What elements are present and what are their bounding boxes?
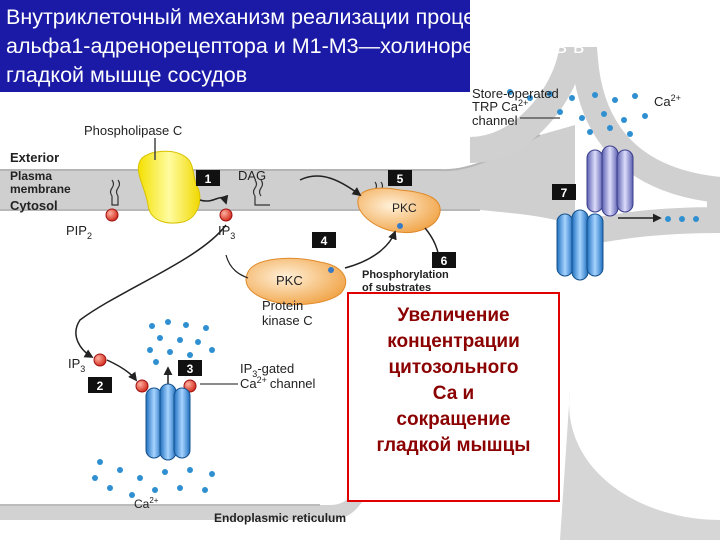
label-kinase-c: kinase C bbox=[262, 313, 313, 328]
label-ip3-left: IP3 bbox=[68, 356, 85, 374]
er-membrane bbox=[0, 440, 380, 520]
step-box-7: 7 bbox=[552, 184, 576, 200]
svg-text:1: 1 bbox=[205, 172, 212, 186]
right-membrane bbox=[469, 47, 720, 248]
label-dag: DAG bbox=[238, 168, 266, 183]
step-box-5: 5 bbox=[388, 170, 412, 186]
step-box-6: 6 bbox=[432, 252, 456, 268]
label-ip3: IP3 bbox=[218, 223, 235, 241]
title-line-1: Внутриклеточный механизм реализации проц… bbox=[6, 5, 618, 29]
arrow-ip3-bind bbox=[106, 359, 138, 382]
arrow-plc-to-ip3 bbox=[199, 194, 229, 205]
svg-text:2: 2 bbox=[97, 379, 104, 393]
note-line-2: концентрации bbox=[387, 331, 520, 352]
trp-channel bbox=[586, 145, 634, 217]
note-line-6: гладкой мышцы bbox=[376, 435, 531, 456]
dag-lipid-tails bbox=[252, 179, 270, 206]
note-line-5: сокращение bbox=[396, 409, 511, 430]
svg-text:6: 6 bbox=[441, 254, 448, 268]
label-ip3-gated: IP3-gated bbox=[240, 361, 294, 379]
note-line-4: Са и bbox=[432, 383, 475, 404]
calcium-ions bbox=[92, 89, 699, 498]
pip2-molecule bbox=[105, 208, 119, 222]
label-membrane: membrane bbox=[10, 182, 71, 196]
svg-text:7: 7 bbox=[561, 186, 568, 200]
note-line-1: Увеличение bbox=[397, 305, 510, 326]
ip3-bound-1 bbox=[135, 379, 149, 393]
membrane-outer-line bbox=[0, 134, 541, 172]
label-store-operated: Store-operated bbox=[472, 86, 559, 101]
svg-text:5: 5 bbox=[397, 172, 404, 186]
title-bar: Внутриклеточный механизм реализации проц… bbox=[0, 0, 618, 92]
phospholipase-c-enzyme bbox=[137, 150, 201, 224]
pip2-lipid-tails bbox=[109, 179, 121, 206]
arrow-dag-to-pkc bbox=[299, 175, 362, 197]
label-plasma: Plasma bbox=[10, 169, 52, 183]
ip3-gated-channel bbox=[145, 383, 191, 461]
label-exterior: Exterior bbox=[10, 150, 59, 165]
label-trp: TRP Ca2+ bbox=[472, 98, 528, 114]
label-ca-top: Ca2+ bbox=[654, 93, 681, 109]
ip3-left-molecule bbox=[93, 353, 107, 367]
label-phosphorylation: Phosphorylation bbox=[362, 269, 449, 281]
title-line-2: альфа1-адренорецептора и М1-М3—холинорец… bbox=[6, 34, 585, 58]
label-pip2: PIP2 bbox=[66, 223, 92, 241]
svg-text:4: 4 bbox=[321, 234, 328, 248]
arrow-protein-kinase-c bbox=[225, 254, 249, 279]
label-pkc-cytosol: PKC bbox=[276, 273, 303, 288]
calcium-note-text: Увеличение концентрации цитозольного Са … bbox=[349, 303, 558, 459]
slide-title: Внутриклеточный механизм реализации проц… bbox=[6, 3, 706, 90]
step-box-3: 3 bbox=[178, 360, 202, 376]
pkc-membrane-dot bbox=[397, 223, 403, 229]
note-line-3: цитозольного bbox=[388, 357, 519, 378]
calcium-note-box: Увеличение концентрации цитозольного Са … bbox=[347, 292, 560, 502]
step-box-4: 4 bbox=[312, 232, 336, 248]
step-box-1: 1 bbox=[196, 170, 220, 186]
label-trp-channel: channel bbox=[472, 113, 518, 128]
svg-text:3: 3 bbox=[187, 362, 194, 376]
pkc-cytosol-dot bbox=[328, 267, 334, 273]
label-endoplasmic-reticulum: Endoplasmic reticulum bbox=[214, 511, 346, 525]
label-ca-channel: Ca2+channel bbox=[240, 375, 316, 391]
pkc-membrane-blob bbox=[357, 187, 441, 234]
ip3-bound-2 bbox=[183, 379, 197, 393]
step-box-2: 2 bbox=[88, 377, 112, 393]
label-cytosol: Cytosol bbox=[10, 198, 58, 213]
label-of-substrates: of substrates bbox=[362, 282, 431, 294]
arrow-ip3-to-left bbox=[75, 224, 227, 358]
label-phospholipase-c: Phospholipase C bbox=[84, 123, 182, 138]
label-ca-bottom: Ca2+ bbox=[134, 496, 159, 511]
label-protein: Protein bbox=[262, 298, 303, 313]
ip3-molecule bbox=[219, 208, 233, 222]
store-channel-lower bbox=[556, 209, 604, 281]
title-line-3: гладкой мышце сосудов bbox=[6, 63, 248, 87]
er-right-curve bbox=[560, 390, 720, 540]
label-pkc-membrane: PKC bbox=[392, 201, 417, 215]
pkc-cytosol-blob bbox=[245, 257, 347, 305]
arrow-pkc-to-membrane bbox=[344, 230, 397, 269]
